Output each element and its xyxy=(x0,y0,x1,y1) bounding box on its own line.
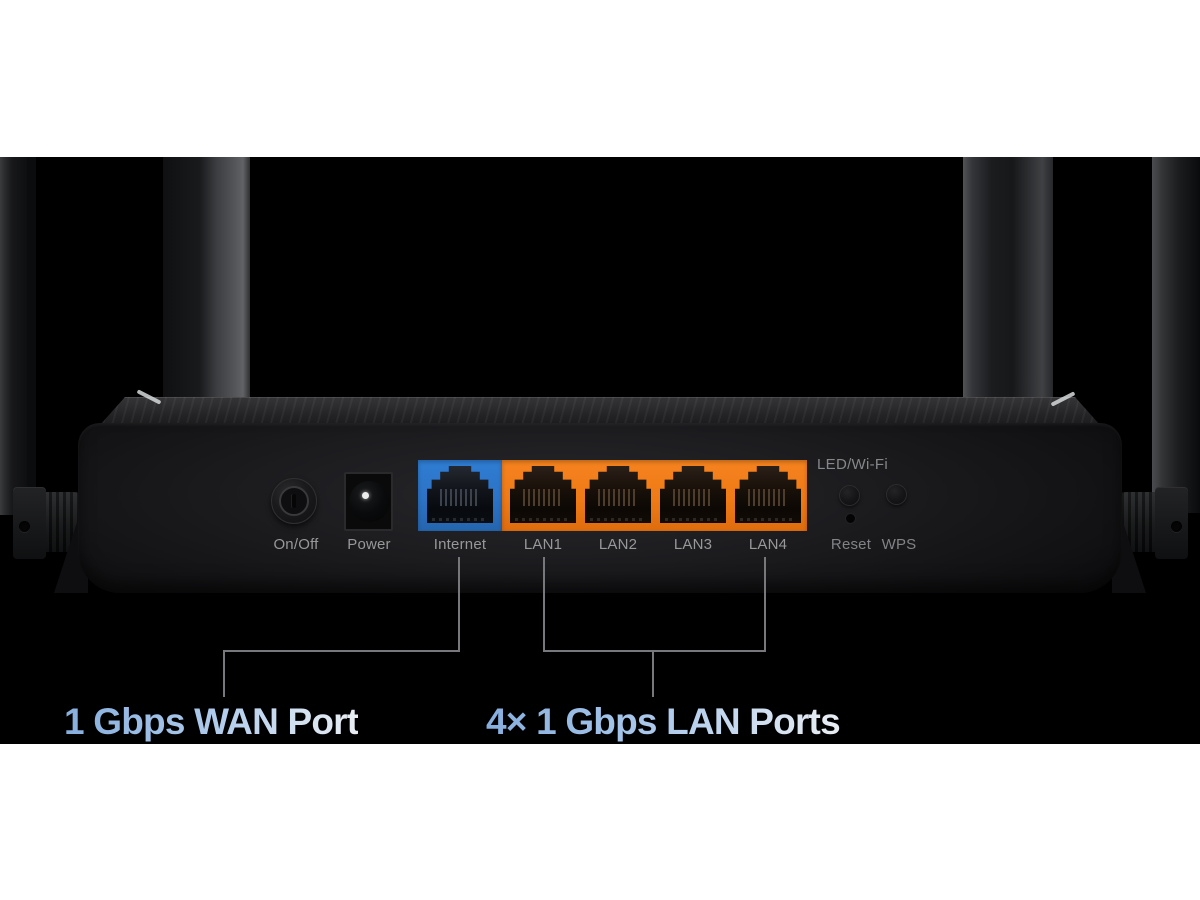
callout-line-lan4-vertical xyxy=(764,557,766,650)
rj45-jack-icon xyxy=(427,466,493,523)
rj45-jack-icon-lan1 xyxy=(510,466,576,523)
antenna-left-outer-edge xyxy=(27,157,36,507)
dc-power-jack-barrel xyxy=(349,481,390,522)
on-off-button xyxy=(271,478,317,524)
rj45-jack-icon-lan2 xyxy=(585,466,651,523)
power-label: Power xyxy=(347,536,391,553)
wan-port xyxy=(418,460,502,531)
rj45-pins xyxy=(523,488,563,506)
lan1-label: LAN1 xyxy=(523,536,563,553)
hinge-screw-hole xyxy=(19,521,30,532)
antenna-hinge-bracket-right xyxy=(1155,487,1188,559)
rj45-pins xyxy=(598,488,638,506)
callout-line-lan1-vertical xyxy=(543,557,545,650)
callout-line-lan-horizontal xyxy=(543,650,766,652)
led-wifi-button xyxy=(839,485,860,506)
wps-button xyxy=(886,484,907,505)
rj45-pins xyxy=(673,488,713,506)
hinge-screw-hole xyxy=(1171,521,1182,532)
lan-heading: 4× 1 Gbps LAN Ports xyxy=(486,701,841,742)
internet-label: Internet xyxy=(433,536,487,553)
antenna-left-outer xyxy=(0,157,27,515)
callout-line-lan-drop xyxy=(652,650,654,697)
callout-line-wan-horizontal xyxy=(223,650,460,652)
rj45-jack-icon-lan3 xyxy=(660,466,726,523)
photo-background: LED/Wi-Fi On/Off Power Internet LAN1 LAN… xyxy=(0,157,1200,744)
callout-line-wan-vertical xyxy=(458,557,460,650)
wps-label: WPS xyxy=(881,536,917,553)
power-icon xyxy=(292,494,296,508)
dc-pin-highlight xyxy=(362,492,369,499)
lan3-label: LAN3 xyxy=(673,536,713,553)
reset-pinhole xyxy=(845,513,856,524)
wan-heading: 1 Gbps WAN Port xyxy=(64,701,359,742)
on-off-button-cap xyxy=(279,486,309,516)
lan-ports-group xyxy=(502,460,807,531)
reset-label: Reset xyxy=(830,536,872,553)
rj45-pins xyxy=(440,488,480,506)
dc-power-jack xyxy=(344,472,393,531)
lan2-label: LAN2 xyxy=(598,536,638,553)
led-wifi-label: LED/Wi-Fi xyxy=(817,456,889,473)
callout-line-wan-drop xyxy=(223,650,225,697)
rj45-pins xyxy=(748,488,788,506)
rj45-jack-icon-lan4 xyxy=(735,466,801,523)
antenna-hinge-bracket-left xyxy=(13,487,46,559)
on-off-label: On/Off xyxy=(273,536,319,553)
lan4-label: LAN4 xyxy=(748,536,788,553)
router-top-surface xyxy=(100,397,1100,425)
antenna-right-outer xyxy=(1152,157,1200,513)
